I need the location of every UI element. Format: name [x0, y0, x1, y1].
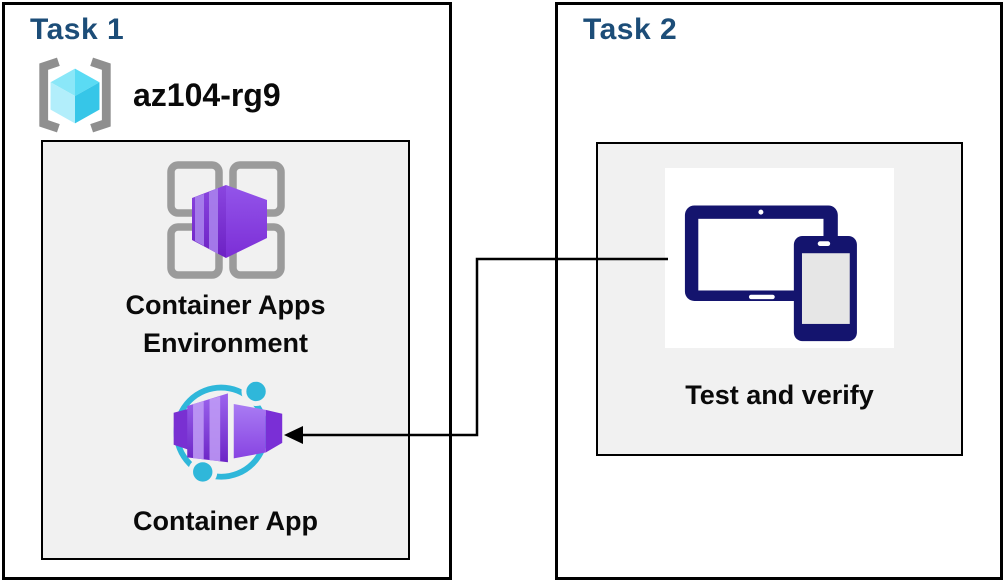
resource-group: az104-rg9	[31, 55, 281, 135]
orbit-dot	[187, 457, 217, 487]
phone-icon	[793, 236, 857, 342]
task2-panel: Task 2 Test and verif	[555, 2, 1003, 580]
task1-title: Task 1	[30, 13, 125, 46]
container-app-label: Container App	[133, 506, 318, 536]
test-and-verify-label: Test and verify	[685, 380, 874, 410]
container-apps-environment-icon	[166, 161, 285, 279]
devices-card	[665, 168, 894, 348]
task1-steps-box: Container Apps Environment	[41, 140, 410, 560]
task1-panel: Task 1 az104-rg9	[2, 2, 452, 580]
task2-steps-box: Test and verify	[596, 142, 963, 456]
container-apps-environment-label: Container Apps Environment	[125, 290, 326, 358]
resource-group-icon	[39, 57, 111, 133]
devices-icon	[684, 205, 857, 342]
orbit-dot	[241, 376, 271, 406]
task2-title: Task 2	[583, 13, 678, 46]
container-app-icon	[173, 376, 282, 487]
resource-group-name: az104-rg9	[133, 76, 281, 113]
